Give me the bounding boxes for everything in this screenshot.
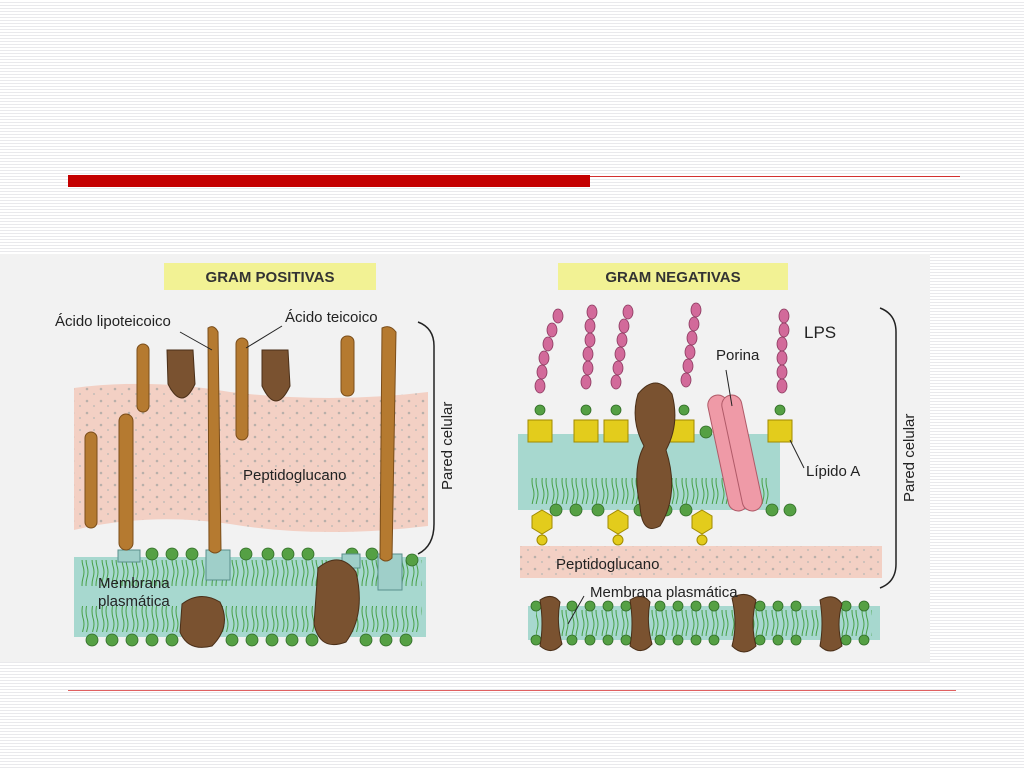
membrane-lipid-tails-top bbox=[80, 560, 422, 586]
title-accent-line bbox=[590, 176, 960, 177]
lipid-a-units bbox=[527, 419, 793, 443]
lps-core-sugars bbox=[534, 404, 786, 416]
label-cell-wall-neg: Pared celular bbox=[901, 414, 918, 502]
label-membrane-line2: plasmática bbox=[98, 593, 170, 610]
plasma-membrane-tails bbox=[536, 610, 872, 636]
footer-divider bbox=[68, 690, 956, 691]
wall-bracket-pos bbox=[417, 321, 435, 555]
plasma-membrane-proteins bbox=[539, 594, 843, 653]
cell-wall-diagram: GRAM POSITIVAS bbox=[0, 254, 930, 662]
label-peptidoglycan-neg: Peptidoglucano bbox=[556, 556, 659, 573]
label-plasma-membrane-neg: Membrana plasmática bbox=[590, 584, 738, 601]
label-teichoic-acid: Ácido teicoico bbox=[285, 309, 378, 326]
gram-positive-title: GRAM POSITIVAS bbox=[206, 269, 335, 286]
membrane-lipid-tails-bottom bbox=[80, 606, 422, 632]
teichoic-acid-rods bbox=[84, 326, 397, 562]
gram-negative-banner bbox=[558, 263, 788, 290]
gram-negative-panel: GRAM NEGATIVAS bbox=[518, 263, 918, 653]
gram-negative-peptidoglycan-texture bbox=[520, 546, 882, 578]
gram-positive-proteins bbox=[166, 349, 360, 648]
lps-o-antigen-chains bbox=[534, 302, 790, 394]
wall-bracket-neg bbox=[879, 307, 897, 589]
gram-negative-title: GRAM NEGATIVAS bbox=[605, 269, 740, 286]
peptidoglycan-texture bbox=[74, 383, 428, 533]
label-peptidoglycan-pos: Peptidoglucano bbox=[243, 467, 346, 484]
inner-leaflet-linkers bbox=[531, 509, 713, 546]
pointer-lipid-a bbox=[789, 439, 805, 469]
label-membrane-line1: Membrana bbox=[98, 575, 170, 592]
label-lps: LPS bbox=[804, 323, 836, 342]
pointer-plasma-membrane bbox=[567, 595, 585, 625]
pointer-porin bbox=[725, 369, 733, 407]
pointer-teichoic bbox=[245, 325, 283, 349]
label-lipoteichoic-acid: Ácido lipoteicoico bbox=[55, 313, 171, 330]
label-lipid-a: Lípido A bbox=[806, 463, 860, 480]
gram-positive-banner bbox=[164, 263, 376, 290]
label-porin: Porina bbox=[716, 347, 760, 364]
membrane-lipid-heads-bottom bbox=[85, 633, 413, 647]
cell-wall-svg: GRAM POSITIVAS bbox=[55, 263, 918, 653]
pointer-lipoteichoic bbox=[179, 331, 213, 351]
gram-positive-panel: GRAM POSITIVAS bbox=[55, 263, 456, 648]
title-accent-bar bbox=[68, 175, 590, 187]
label-cell-wall-pos: Pared celular bbox=[439, 402, 456, 490]
outer-membrane-protein bbox=[634, 382, 676, 529]
